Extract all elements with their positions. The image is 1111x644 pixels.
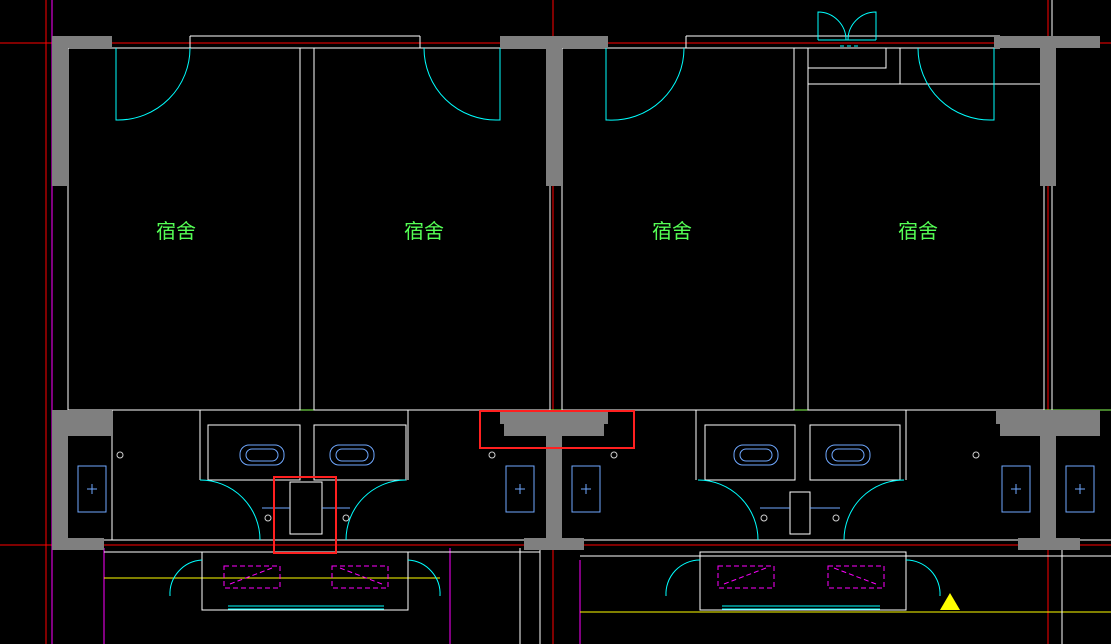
boundary-lines bbox=[104, 409, 1111, 613]
sink-icon bbox=[239, 444, 871, 466]
toilet-icon bbox=[77, 465, 1095, 513]
ac-units bbox=[223, 565, 885, 589]
warning-triangle-icon[interactable] bbox=[940, 593, 960, 610]
room-label: 宿舍 bbox=[404, 219, 444, 243]
railing bbox=[228, 605, 880, 610]
room-label: 宿舍 bbox=[898, 219, 938, 243]
magenta-lines bbox=[51, 0, 581, 644]
room-label: 宿舍 bbox=[652, 219, 692, 243]
selection-box[interactable] bbox=[479, 410, 635, 449]
door-arc-icon bbox=[115, 11, 995, 597]
floor-drain-icon bbox=[116, 451, 980, 522]
selection-box[interactable] bbox=[273, 476, 337, 554]
walls bbox=[67, 0, 1111, 644]
room-label: 宿舍 bbox=[156, 219, 196, 243]
columns bbox=[52, 36, 1100, 550]
